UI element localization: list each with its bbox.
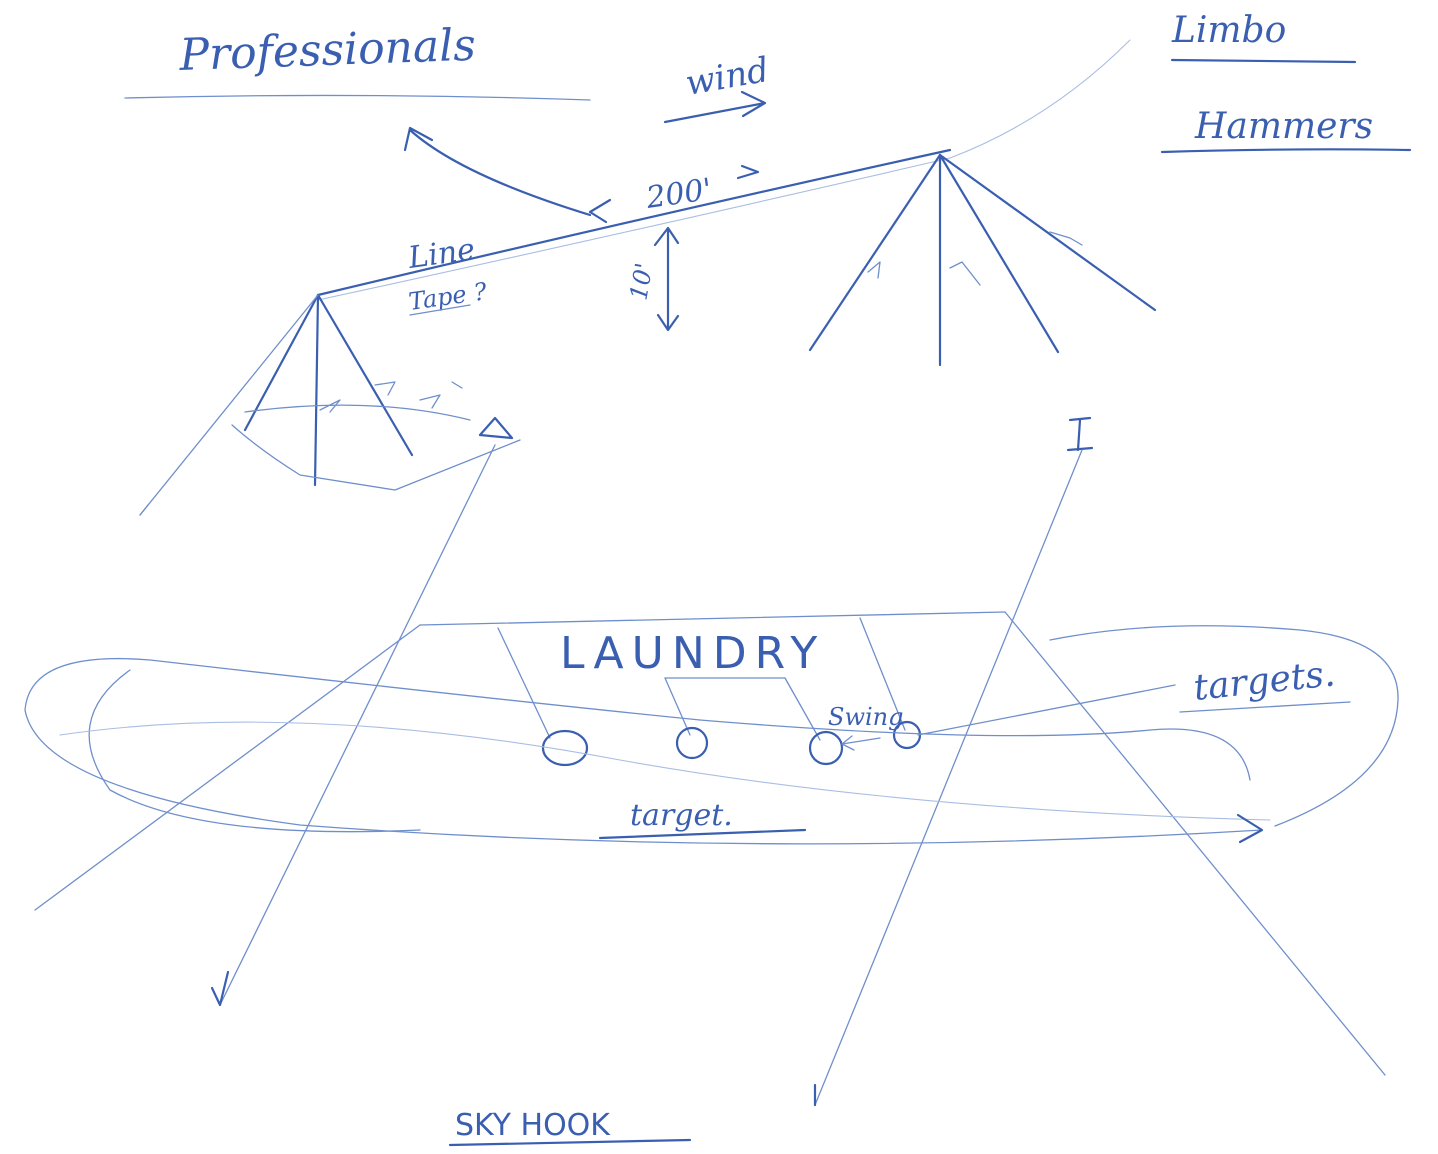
top-line: [316, 148, 952, 297]
right-marker: [1066, 416, 1094, 452]
laundry-line: [419, 611, 1006, 626]
height-dimension: [653, 226, 680, 332]
targets-underline: [1179, 701, 1351, 713]
distance-left-arrow: [588, 198, 612, 224]
sky-hook-label: SKY HOOK: [455, 1108, 611, 1143]
right-outer-diagonal: [1004, 611, 1386, 1076]
flight-loop: [24, 625, 1399, 845]
tape-underline: [409, 304, 471, 316]
left-triangle: [478, 416, 514, 440]
laundry-hangers: [497, 617, 906, 741]
hammers-label: Hammers: [1194, 106, 1373, 147]
right-diagonal: [814, 449, 1083, 1106]
laundry-targets: [541, 720, 922, 767]
left-outer-tick: [139, 504, 149, 516]
wind-label: wind: [683, 50, 772, 104]
left-end-tick: [210, 970, 230, 1007]
targets-leader: [917, 684, 1176, 736]
line-label: Line: [405, 232, 477, 276]
height-label: 10': [624, 261, 658, 302]
left-diagonal: [219, 444, 496, 1006]
professionals-label: Professionals: [178, 20, 477, 81]
target-underline: [598, 828, 807, 840]
hammers-underline: [1160, 148, 1412, 154]
distance-right-arrow: [736, 164, 760, 180]
wind-arrow: [663, 90, 767, 124]
swing-arrow: [841, 735, 881, 751]
distance-label: 200': [643, 172, 714, 216]
targets-label: targets.: [1192, 653, 1337, 709]
limbo-label: Limbo: [1171, 10, 1286, 51]
left-arc-arrow: [403, 126, 592, 217]
left-outer-diagonal: [34, 624, 421, 911]
professionals-underline: [124, 94, 591, 101]
tape-label: Tape ?: [407, 277, 489, 316]
sky-hook-underline: [448, 1138, 692, 1147]
laundry-label: LAUNDRY: [560, 628, 825, 679]
swing-label: Swing: [828, 703, 903, 731]
limbo-underline: [1170, 58, 1357, 64]
top-line-faint: [317, 39, 1131, 301]
right-pole: [808, 153, 1157, 367]
left-pole: [139, 293, 521, 516]
target-label: target.: [630, 798, 733, 833]
